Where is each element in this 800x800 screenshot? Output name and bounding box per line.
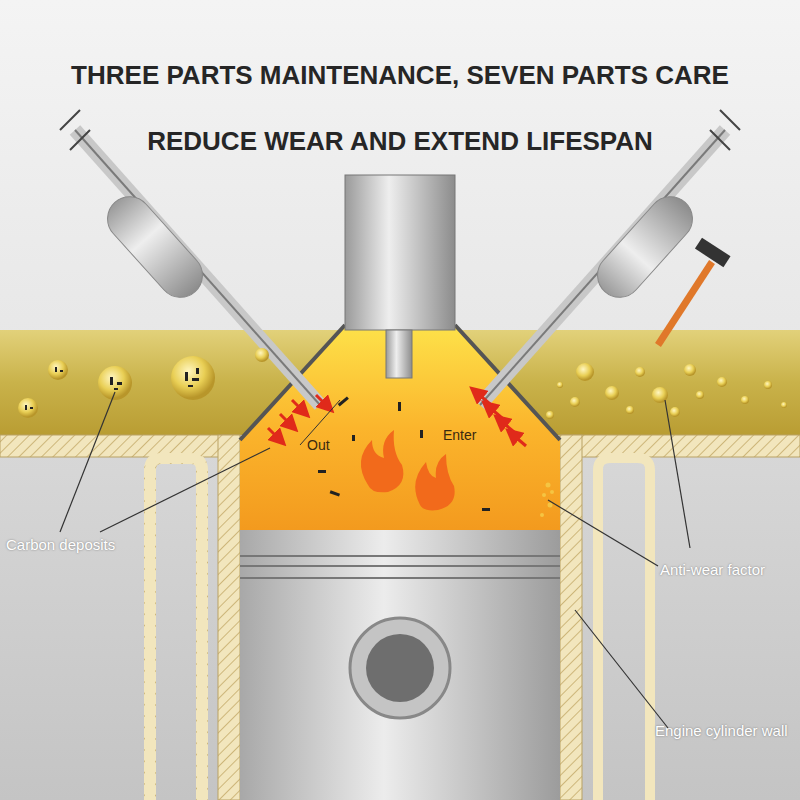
part-label: Enter [443, 427, 476, 443]
diagram-title: THREE PARTS MAINTENANCE, SEVEN PARTS CAR… [40, 42, 760, 174]
part-label: Out [307, 437, 330, 453]
part-label: Engine cylinder wall [655, 722, 788, 739]
part-label: Anti-wear factor [660, 561, 765, 578]
part-label: Carbon deposits [6, 536, 115, 553]
